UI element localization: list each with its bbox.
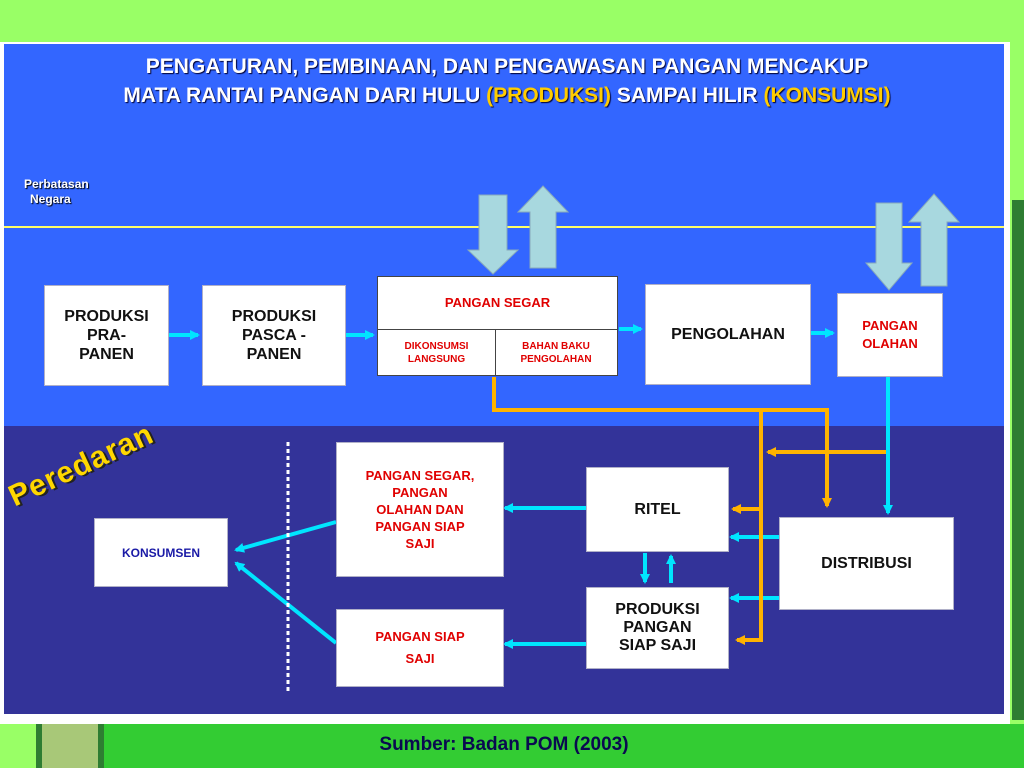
pangan-segar-heading: PANGAN SEGAR xyxy=(444,295,551,310)
pangan-olahan-line-1: PANGAN xyxy=(862,318,918,333)
pra-panen-line-3: PANEN xyxy=(79,346,134,363)
pra-panen-line-1: PRODUKSI xyxy=(64,308,149,325)
pangan-olahan-line-2: OLAHAN xyxy=(862,336,918,351)
footer-bar-1 xyxy=(36,724,42,768)
produksi-siap-saji-line-1: PRODUKSI xyxy=(615,601,700,618)
arrow-pangan-siap-saji-to-konsumsen xyxy=(234,561,338,645)
konsumsen-label: KONSUMSEN xyxy=(121,545,200,560)
title-line-2-a: MATA RANTAI PANGAN DARI HULU xyxy=(123,84,487,107)
box-produksi-pasca-panen: PRODUKSI PASCA - PANEN xyxy=(202,285,346,386)
orange-bahanbaku-to-distribusi xyxy=(492,377,832,508)
pangan-siap-saji-line-1: PANGAN SIAP xyxy=(375,629,465,644)
dikonsumsi-line-1: DIKONSUMSI xyxy=(404,341,469,352)
pasca-panen-line-2: PASCA - xyxy=(241,327,306,344)
footer-bar-2 xyxy=(98,724,104,768)
box-ritel: RITEL xyxy=(586,467,729,552)
produksi-siap-saji-line-2: PANGAN xyxy=(623,619,692,636)
export-arrow-right xyxy=(907,193,961,287)
footer-left xyxy=(0,724,36,768)
border-label-line-1: Perbatasan xyxy=(24,177,89,191)
box-pangan-segar-olahan-siap-saji: PANGAN SEGAR, PANGAN OLAHAN DAN PANGAN SIAP… xyxy=(336,442,504,577)
box-distribusi: DISTRIBUSI xyxy=(779,517,954,610)
title-highlight-konsumsi: (KONSUMSI) xyxy=(763,84,891,107)
pangan-mix-line-1: PANGAN SEGAR, xyxy=(365,468,475,483)
title-line-2: MATA RANTAI PANGAN DARI HULU (PRODUKSI) … xyxy=(14,81,1000,110)
box-konsumsen: KONSUMSEN xyxy=(94,518,228,587)
title-line-2-c: SAMPAI HILIR xyxy=(611,84,764,107)
cell-bahan-baku-pengolahan: BAHAN BAKU PENGOLAHAN xyxy=(495,329,617,376)
bahan-baku-line-1: BAHAN BAKU xyxy=(522,341,590,352)
pra-panen-line-2: PRA- xyxy=(86,327,127,344)
title-highlight-produksi: (PRODUKSI) xyxy=(486,84,611,107)
right-stripe xyxy=(1012,200,1024,720)
pangan-mix-line-4: PANGAN SIAP xyxy=(375,519,465,534)
import-arrow-left xyxy=(466,194,520,275)
border-label-line-2: Negara xyxy=(30,192,71,206)
pangan-mix-line-2: PANGAN xyxy=(392,485,448,500)
pangan-siap-saji-line-2: SAJI xyxy=(405,651,435,666)
pangan-mix-line-3: OLAHAN DAN xyxy=(376,502,464,517)
footer-square xyxy=(42,724,98,768)
dikonsumsi-line-2: LANGSUNG xyxy=(407,354,466,365)
box-pangan-siap-saji: PANGAN SIAP SAJI xyxy=(336,609,504,687)
cell-dikonsumsi-langsung: DIKONSUMSI LANGSUNG xyxy=(378,329,496,376)
footer-bar xyxy=(104,724,1024,768)
export-arrow-left xyxy=(516,185,570,269)
pasca-panen-line-1: PRODUKSI xyxy=(231,308,317,325)
bahan-baku-line-2: PENGOLAHAN xyxy=(520,354,592,365)
pasca-panen-line-3: PANEN xyxy=(246,346,302,363)
distribusi-label: DISTRIBUSI xyxy=(821,555,912,572)
box-produksi-pra-panen: PRODUKSI PRA- PANEN xyxy=(44,285,169,386)
arrow-mix-to-konsumsen xyxy=(234,520,337,553)
border-label: Perbatasan Negara xyxy=(24,177,89,207)
page-title: PENGATURAN, PEMBINAAN, DAN PENGAWASAN PA… xyxy=(14,52,1000,110)
title-line-1: PENGATURAN, PEMBINAAN, DAN PENGAWASAN PA… xyxy=(145,55,869,78)
ritel-label: RITEL xyxy=(634,501,681,518)
source-caption: Sumber: Badan POM (2003) xyxy=(379,734,629,755)
orange-vertical-spine xyxy=(735,412,763,645)
pengolahan-label: PENGOLAHAN xyxy=(671,326,785,343)
pangan-mix-line-5: SAJI xyxy=(405,536,435,551)
box-pengolahan: PENGOLAHAN xyxy=(645,284,811,385)
box-pangan-segar: PANGAN SEGAR DIKONSUMSI LANGSUNG BAHAN BA… xyxy=(377,276,618,376)
produksi-siap-saji-line-3: SIAP SAJI xyxy=(618,637,697,654)
box-pangan-olahan: PANGAN OLAHAN xyxy=(837,293,943,377)
import-arrow-right xyxy=(864,202,914,291)
